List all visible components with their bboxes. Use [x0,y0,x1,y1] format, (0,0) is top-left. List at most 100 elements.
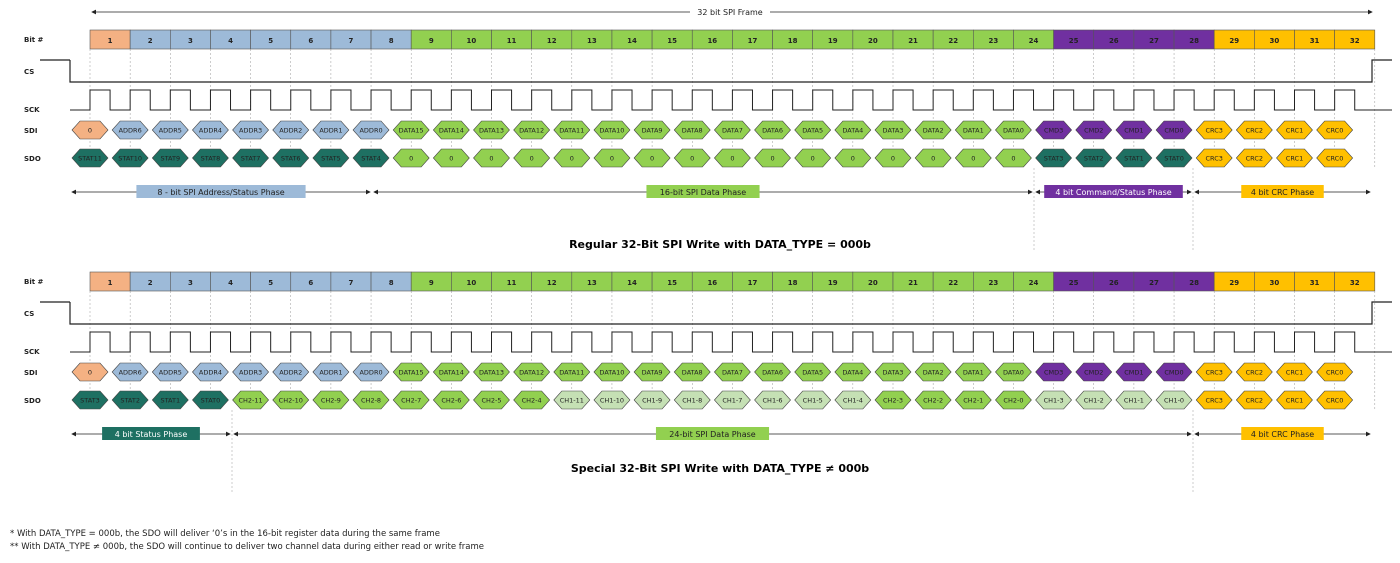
sdo-cell [1316,148,1354,168]
sdi-label: DATA6 [762,126,783,134]
sdi-cell [673,362,711,382]
sdi-label: ADDR3 [239,368,262,376]
sdi-cell [432,120,470,140]
sdi-cell [473,120,510,140]
sdi-cell [312,120,350,140]
sdi-cell [111,362,149,382]
sdo-cell [312,390,350,410]
bit-cell [1334,271,1376,292]
bit-number: 7 [349,279,354,287]
bit-number: 1 [108,37,113,45]
bit-number: 13 [587,37,597,45]
sdi-cell [995,362,1032,382]
bit-number: 4 [228,37,233,45]
phase-label: 4 bit Command/Status Phase [1055,188,1171,197]
sdo-label: CH2-9 [321,396,341,404]
footnote-1: * With DATA_TYPE = 000b, the SDO will de… [10,529,440,539]
bit-number: 16 [707,37,717,45]
sdi-cell [151,120,189,140]
bit-number: 18 [788,37,798,45]
footnotes: * With DATA_TYPE = 000b, the SDO will de… [10,528,484,554]
bit-number: 20 [868,37,878,45]
sdi-label: DATA6 [762,368,783,376]
sdi-label: ADDR5 [159,126,182,134]
sdo-label: CRC3 [1205,154,1222,162]
phase-label-bg [102,427,200,440]
bit-number: 18 [788,279,798,287]
sdi-cell [513,120,551,140]
sdo-cell [232,148,270,168]
bit-number: 19 [828,37,838,45]
sdo-label: CH2-11 [239,396,263,404]
bit-number: 27 [1149,37,1159,45]
sdo-cell [432,390,470,410]
sdo-cell [513,148,551,168]
sdo-label: 0 [891,154,895,162]
sdi-cell [1115,120,1153,140]
sdi-label: CMD0 [1164,126,1183,134]
sdi-cell [633,362,671,382]
bit-number: 7 [349,37,354,45]
sdi-cell [1115,362,1153,382]
label-sck: SCK [24,348,40,356]
label-sdo: SDO [24,397,41,405]
sdo-cell [1235,148,1273,168]
sdo-cell [834,148,872,168]
cs-waveform [69,301,1392,325]
bit-number: 21 [908,279,918,287]
bit-number: 26 [1109,37,1119,45]
sdo-cell [392,390,430,410]
sdo-cell [954,148,992,168]
bit-number: 30 [1270,37,1280,45]
sdi-label: DATA7 [722,368,743,376]
sdo-cell [633,148,671,168]
sdo-cell [995,390,1032,410]
sdo-cell [954,390,992,410]
bit-number: 17 [748,279,758,287]
bit-number: 3 [188,279,193,287]
sdi-label: ADDR5 [159,368,182,376]
phase-label-bg [1241,185,1324,198]
sdo-cell [1155,390,1193,410]
sdi-cell [1075,362,1113,382]
bit-number: 24 [1029,279,1039,287]
sdo-cell [1035,390,1073,410]
sdi-label: DATA10 [599,368,624,376]
sdo-label: CRC1 [1286,154,1303,162]
label-sdi: SDI [24,127,37,135]
sdo-label: CRC3 [1205,396,1222,404]
bit-cell [1334,29,1376,50]
sdo-cell [713,390,751,410]
sdi-cell [432,362,470,382]
phase-label: 8 - bit SPI Address/Status Phase [157,188,284,197]
sdi-label: DATA0 [1003,368,1024,376]
sdi-label: ADDR0 [359,368,382,376]
sdi-label: CMD0 [1164,368,1183,376]
sdi-label: DATA5 [802,368,823,376]
sdi-label: DATA2 [923,126,944,134]
phase-label: 4 bit CRC Phase [1251,430,1314,439]
sdo-label: CRC2 [1246,396,1263,404]
sdi-label: CRC2 [1246,126,1263,134]
bit-number: 23 [989,279,999,287]
phase-label: 4 bit Status Phase [115,430,188,439]
sdi-cell [754,120,791,140]
label-sdo: SDO [24,155,41,163]
phase-label: 16-bit SPI Data Phase [660,188,746,197]
label-cs: CS [24,310,34,318]
sck-waveform [70,89,1392,111]
label-cs: CS [24,68,34,76]
bit-number: 11 [507,37,517,45]
sdi-label: CRC1 [1286,368,1303,376]
bit-number: 10 [467,279,477,287]
sdo-cell [151,390,189,410]
sdi-cell [151,362,189,382]
phase-label-bg [1044,185,1183,198]
sdo-cell [272,390,310,410]
sdi-label: ADDR3 [239,126,262,134]
footnote-2: ** With DATA_TYPE ≠ 000b, the SDO will c… [10,542,484,552]
sdo-label: 0 [851,154,855,162]
bit-number: 14 [627,279,637,287]
